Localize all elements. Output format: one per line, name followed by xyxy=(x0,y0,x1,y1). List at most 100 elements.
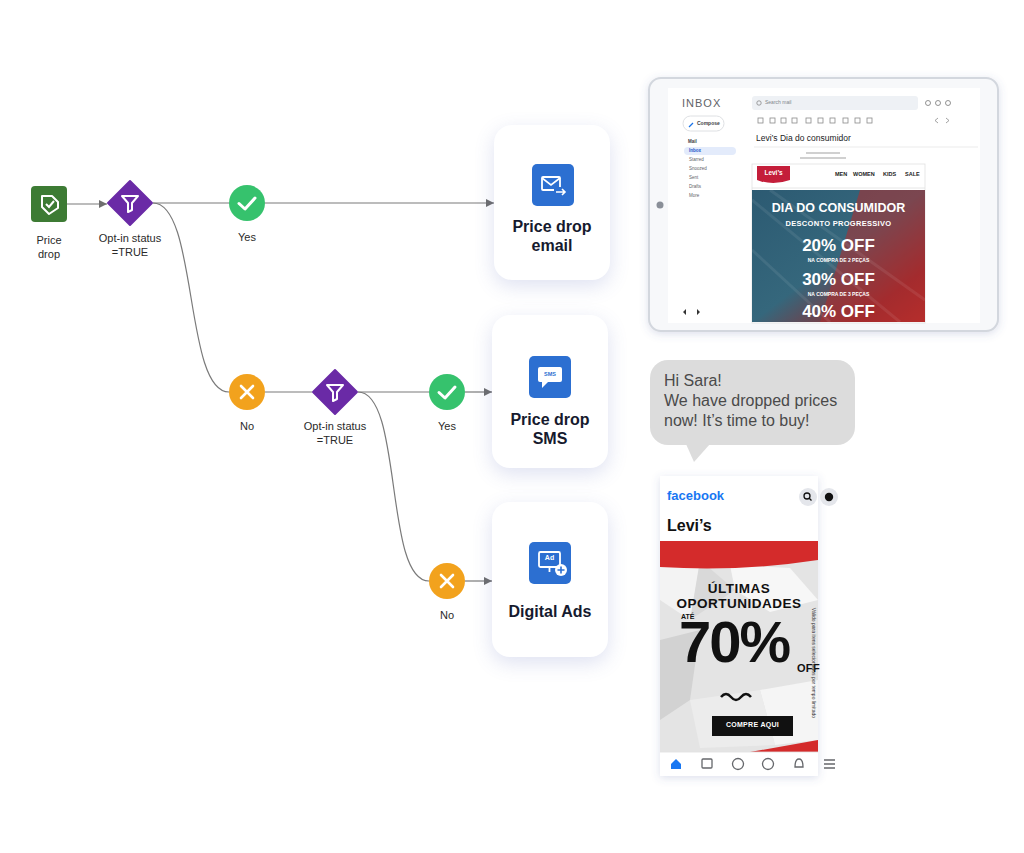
search-glyph xyxy=(809,498,811,500)
connector xyxy=(153,203,229,392)
illustration-text: Levi’s xyxy=(667,517,712,535)
illustration-text: Válido para itens selecionados por tempo… xyxy=(810,588,816,738)
action-card: Price drop email xyxy=(494,125,610,280)
node-label: Opt-in status =TRUE xyxy=(290,419,380,448)
connector xyxy=(67,203,107,204)
paper-crease xyxy=(760,680,818,745)
illustration-text: Mail xyxy=(688,139,697,144)
phone-frame xyxy=(660,476,818,776)
paper-crease xyxy=(690,690,775,748)
illustration-text: OFF xyxy=(797,662,820,675)
check-glyph xyxy=(239,198,255,209)
yes-circle: Yes xyxy=(229,185,265,221)
illustration-text: Search mail xyxy=(765,100,791,106)
search-icon xyxy=(757,101,761,105)
email-banner xyxy=(752,190,925,322)
illustration-text: NA COMPRA DE 3 PEÇAS xyxy=(752,292,925,298)
illustration-text: More xyxy=(689,193,699,198)
illustration-text: Starred xyxy=(689,157,704,162)
circle-shape xyxy=(429,563,465,599)
illustration-text: SMS xyxy=(538,371,562,377)
diamond-shape xyxy=(108,181,152,225)
compose-pencil xyxy=(689,123,693,127)
tag-glyph xyxy=(42,196,58,214)
illustration-text: SALE xyxy=(905,171,920,177)
speech-bubble: Hi Sara!We have dropped prices now! It’s… xyxy=(650,360,855,445)
node-outline xyxy=(312,369,358,415)
cta-button xyxy=(712,716,793,736)
toolbar-icon xyxy=(806,118,811,123)
node-label: No xyxy=(217,419,277,433)
search-button xyxy=(799,488,817,506)
decision-diamond: Opt-in status =TRUE xyxy=(312,369,358,415)
bubble-text: We have dropped prices now! It’s time to… xyxy=(664,391,841,431)
illustration-text: Inbox xyxy=(689,148,701,153)
messenger-button xyxy=(820,488,838,506)
circle-shape xyxy=(229,374,265,410)
nav-arrows xyxy=(683,309,700,315)
red-band xyxy=(660,541,818,568)
toolbar-icons xyxy=(758,118,949,123)
illustration-text: NA COMPRA DE 2 PEÇAS xyxy=(752,258,925,264)
email-body xyxy=(752,164,925,323)
illustration-text: ÚLTIMAS xyxy=(660,581,818,597)
divider xyxy=(754,147,978,148)
squiggle xyxy=(721,694,751,700)
toolbar-icon xyxy=(818,118,823,123)
node-label: Opt-in status =TRUE xyxy=(85,231,175,260)
connector xyxy=(153,202,229,203)
profile-icon xyxy=(733,759,744,770)
no-circle: No xyxy=(229,374,265,410)
denim-texture xyxy=(752,190,925,322)
trigger-icon: Price drop xyxy=(31,186,67,222)
cross-glyph xyxy=(441,575,453,587)
node-label: Price drop xyxy=(27,233,71,262)
connector xyxy=(465,391,492,392)
tail-shape xyxy=(686,444,710,462)
home-icon xyxy=(671,759,681,769)
bubble-text: Hi Sara! xyxy=(664,371,841,391)
search-bar xyxy=(752,96,918,110)
toolbar-icon xyxy=(936,101,941,106)
compose-button xyxy=(683,116,724,131)
sender-line xyxy=(806,152,840,154)
toolbar-icon xyxy=(830,118,835,123)
toolbar-icon xyxy=(926,101,931,106)
illustration-text: Levi’s Dia do consumidor xyxy=(756,134,851,144)
circle-shape xyxy=(229,185,265,221)
circle-shape xyxy=(429,374,465,410)
illustration-text: 30% OFF xyxy=(752,270,925,290)
illustration-text: Compose xyxy=(697,121,720,127)
connector xyxy=(465,580,492,581)
node-outline xyxy=(31,186,67,222)
node-label: No xyxy=(417,608,477,622)
connector xyxy=(358,391,429,392)
pager-arrows xyxy=(935,118,949,123)
decision-diamond: Opt-in status =TRUE xyxy=(107,180,153,226)
discount-figure: 70% xyxy=(679,609,789,676)
check-glyph xyxy=(46,201,54,207)
connector xyxy=(358,392,429,581)
sender-line xyxy=(800,157,846,159)
tablet-frame xyxy=(649,78,998,331)
toolbar-icon xyxy=(843,118,848,123)
node-outline xyxy=(229,185,265,221)
illustration-text: Levi’s xyxy=(757,169,790,176)
illustration-text: KIDS xyxy=(883,171,896,177)
ad-image xyxy=(660,541,818,752)
illustration-text: COMPRE AQUI xyxy=(712,721,793,729)
divider xyxy=(752,188,925,189)
filter-glyph xyxy=(122,196,138,212)
node-outline xyxy=(107,180,153,226)
red-band xyxy=(750,740,818,752)
levis-logo xyxy=(757,166,790,183)
filter-glyph xyxy=(327,385,343,401)
card-title: Price drop email xyxy=(506,217,598,255)
diamond-shape xyxy=(313,370,357,414)
card-title: Price drop SMS xyxy=(504,410,596,448)
toolbar-icon xyxy=(770,118,775,123)
menu-icon xyxy=(824,760,835,768)
illustration-text: 20% OFF xyxy=(752,236,925,256)
illustration-text: INBOX xyxy=(682,97,721,110)
illustration-text: 40% OFF xyxy=(752,302,925,322)
